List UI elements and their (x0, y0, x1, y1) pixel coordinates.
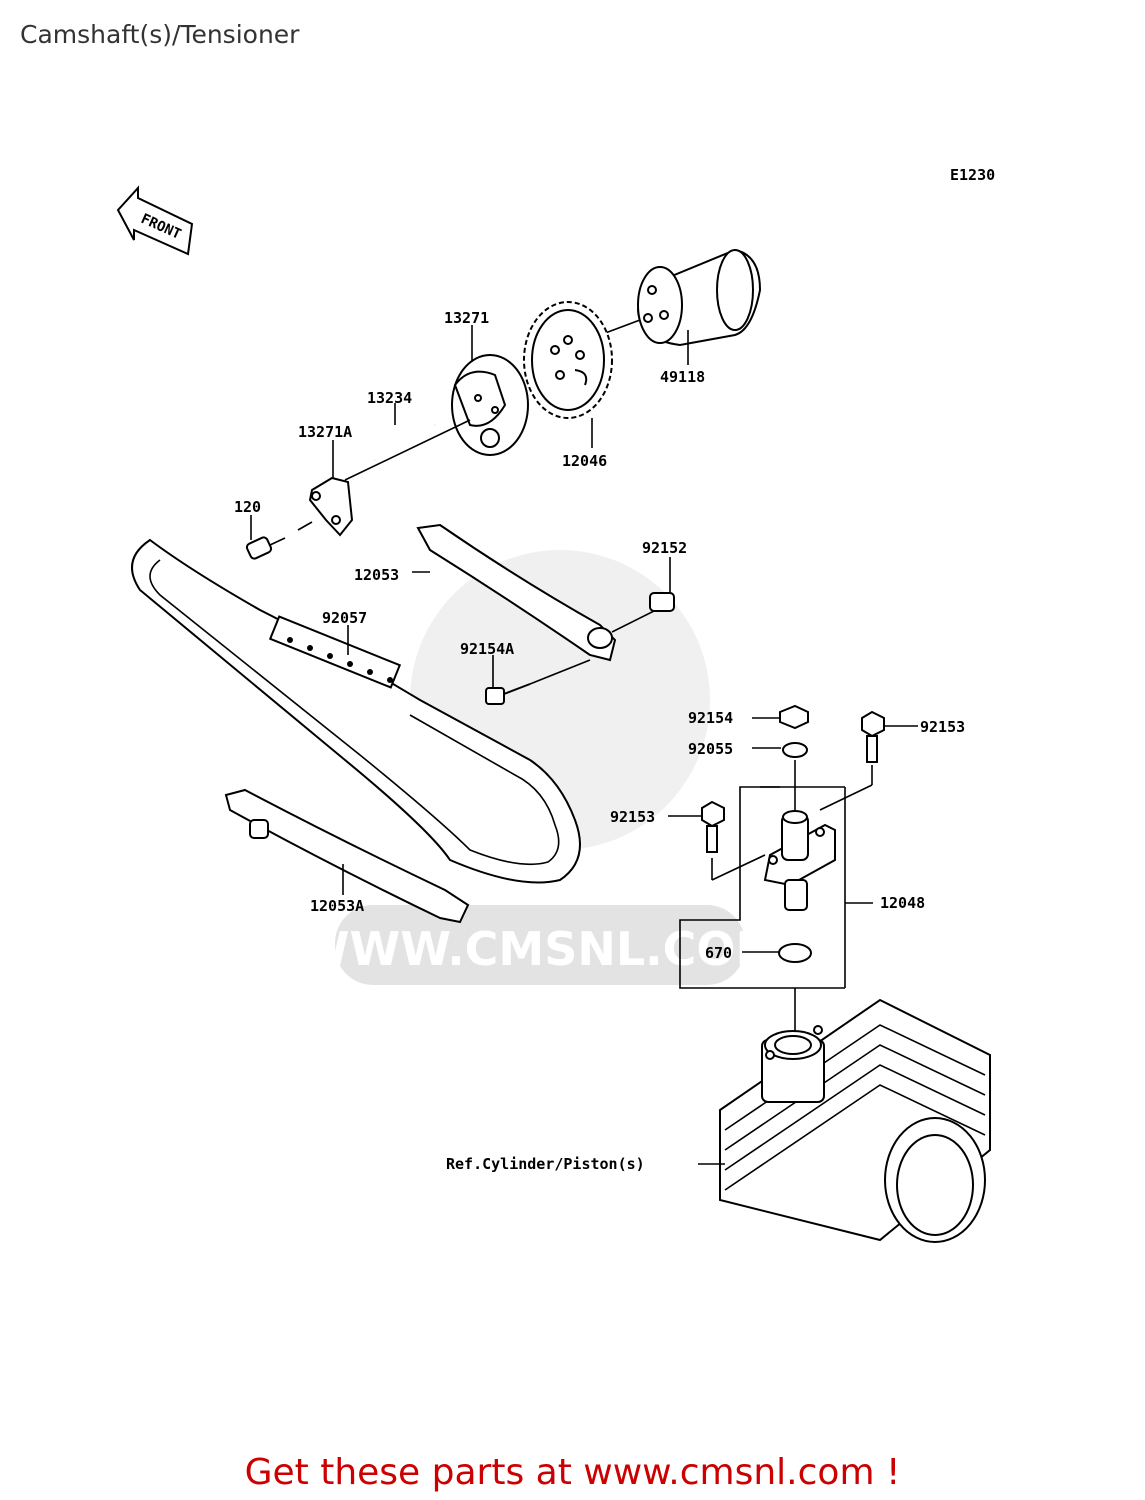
callout-92057: 92057 (322, 609, 367, 627)
bolt-120-part (245, 521, 313, 560)
cylinder-part (719, 998, 991, 1243)
callout-ref-cylinder: Ref.Cylinder/Piston(s) (446, 1155, 645, 1173)
cam-plate-part (308, 476, 354, 537)
bolt-92154A-part (485, 659, 591, 705)
collar-92152-part (649, 592, 675, 612)
chain-guide-part (416, 523, 661, 662)
callout-92153-right: 92153 (920, 718, 965, 736)
oring-92055-part (782, 742, 808, 758)
callout-49118: 49118 (660, 368, 705, 386)
bolt-92153-left-part (701, 800, 725, 853)
cam-sprocket-part (523, 301, 613, 419)
front-arrow-icon: FRONT (116, 185, 194, 256)
callout-12046: 12046 (562, 452, 607, 470)
watermark-text: WWW.CMSNL.COM (299, 922, 782, 976)
callout-92055: 92055 (688, 740, 733, 758)
callout-12048: 12048 (880, 894, 925, 912)
callout-92152: 92152 (642, 539, 687, 557)
promo-banner: Get these parts at www.cmsnl.com ! (0, 1452, 1145, 1493)
decompressor-weight-part (451, 354, 529, 456)
callout-670: 670 (705, 944, 732, 962)
decompressor-shaft-part (344, 419, 471, 481)
page-title: Camshaft(s)/Tensioner (20, 20, 300, 49)
callout-13271A: 13271A (298, 423, 352, 441)
callout-13234: 13234 (367, 389, 412, 407)
chain-tensioner-part (763, 810, 836, 911)
callout-12053: 12053 (354, 566, 399, 584)
callout-92153-left: 92153 (610, 808, 655, 826)
camshaft-part (599, 248, 762, 347)
bolt-92153-right-part (861, 710, 885, 763)
cam-chain-part (131, 538, 581, 884)
callout-12053A: 12053A (310, 897, 364, 915)
callout-13271: 13271 (444, 309, 489, 327)
nut-92154-part (779, 704, 809, 730)
chain-guide-lower-part (224, 788, 470, 924)
oring-670-part (778, 943, 812, 963)
callout-120: 120 (234, 498, 261, 516)
diagram-code: E1230 (950, 166, 995, 184)
callout-92154: 92154 (688, 709, 733, 727)
callout-92154A: 92154A (460, 640, 514, 658)
promo-link[interactable]: Get these parts at www.cmsnl.com ! (244, 1452, 901, 1493)
